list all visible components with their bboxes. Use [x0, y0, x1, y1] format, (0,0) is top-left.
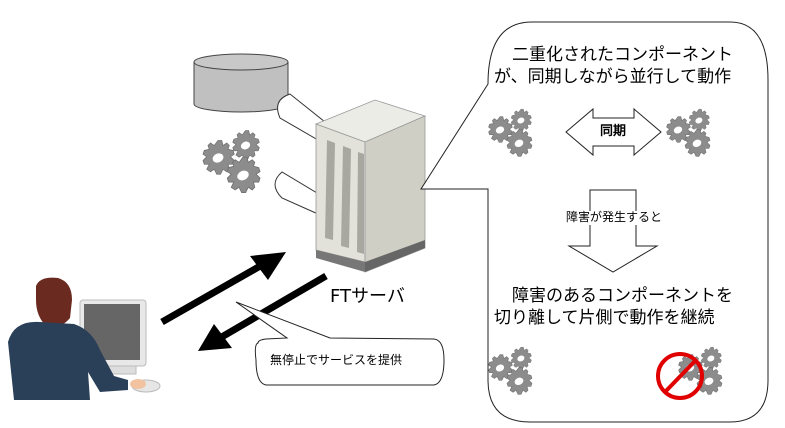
- result-line1: 障害のあるコンポーネントを: [512, 286, 733, 306]
- prohibit-icon: [656, 352, 704, 400]
- result-line2: 切り離して片側で動作を継続: [494, 308, 715, 328]
- callout-line2: が、同期しながら並行して動作: [494, 67, 732, 87]
- database-icon: [193, 53, 289, 113]
- callout-line1: 二重化されたコンポーネント: [512, 45, 733, 65]
- request-arrow: [160, 252, 286, 326]
- gear-cluster-server: [203, 131, 260, 193]
- ft-server-icon: [314, 99, 427, 273]
- user-at-computer-icon: [8, 277, 161, 400]
- service-bubble-text: 無停止でサービスを提供: [270, 353, 403, 367]
- server-label: FTサーバ: [330, 286, 405, 307]
- sync-double-arrow: [565, 107, 662, 157]
- sync-label: 同期: [600, 124, 627, 139]
- service-bubble-shape: [235, 301, 445, 386]
- response-arrow: [198, 272, 328, 351]
- failure-down-arrow: [567, 189, 659, 273]
- failure-label: 障害が発生すると: [566, 210, 663, 225]
